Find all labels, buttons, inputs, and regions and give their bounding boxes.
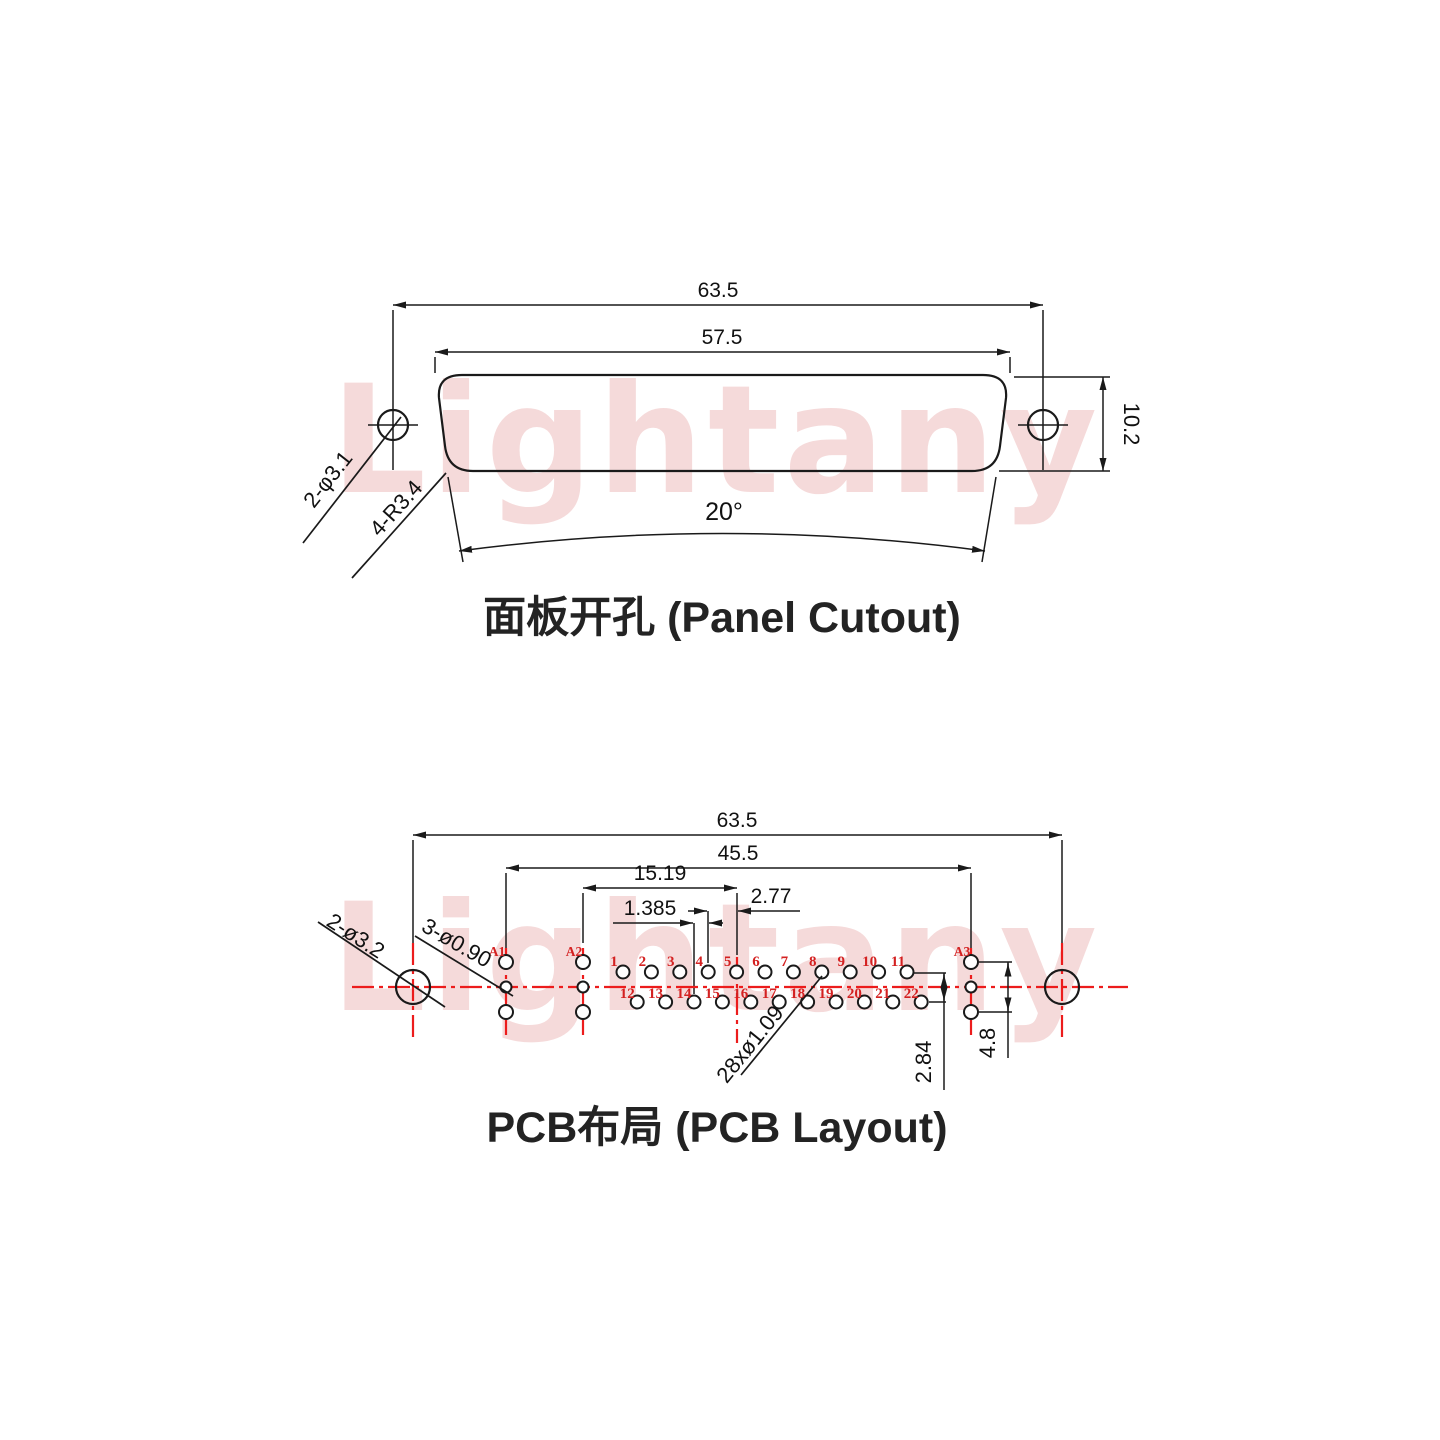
coax-hole-bottom [963,1004,979,1020]
pin-label: 18 [790,986,805,1002]
pin-label: 12 [620,986,635,1002]
dim-text-63.5-panel: 63.5 [698,279,739,302]
leader-line-corner-radius [351,472,447,579]
angle-arc-20deg [458,532,986,553]
pin-hole [743,994,759,1010]
pin-label: 6 [752,954,760,970]
pin-hole [629,994,645,1010]
pin-label: 8 [809,954,817,970]
pin-hole [643,964,659,980]
pin-hole [700,964,716,980]
pin-label: 20 [847,986,862,1002]
pin-label: 14 [677,986,693,1002]
pin-hole [899,964,915,980]
pin-hole [913,994,929,1010]
pin-label: 16 [733,986,749,1002]
coax-hole-bottom [498,1004,514,1020]
dim-text-20deg: 20° [705,498,743,526]
pin-hole [686,994,702,1010]
pin-label: 7 [781,954,789,970]
dim-text-63.5-pcb: 63.5 [717,809,758,832]
pin-label: 21 [875,986,890,1002]
pcb-mount-hole-left [394,968,432,1006]
pin-label: 3 [667,954,675,970]
leader-line-pin-holes [740,975,823,1076]
pin-hole [785,964,801,980]
dim-text-10.2: 10.2 [1119,403,1144,446]
coax-hole-center [964,980,978,994]
pin-label: 13 [648,986,663,1002]
dim-text-57.5: 57.5 [702,326,743,349]
coax-hole-top [575,954,591,970]
dim-text-1.385: 1.385 [624,897,677,920]
dim-text-4.8: 4.8 [975,1028,1000,1059]
pin-label: 4 [695,954,703,970]
dim-text-2.77: 2.77 [751,885,792,908]
pin-hole [771,994,787,1010]
pin-hole [658,994,674,1010]
pin-label: 9 [837,954,845,970]
pin-hole [714,994,730,1010]
pin-hole [871,964,887,980]
pin-label: 5 [724,954,732,970]
pin-hole [672,964,688,980]
pin-label: 1 [610,954,618,970]
coax-hole-top [963,954,979,970]
pin-label: 10 [862,954,877,970]
pin-label: 15 [705,986,720,1002]
coax-label: A3 [954,944,971,959]
leader-line-mount-holes [302,416,402,544]
pin-label: 22 [904,986,919,1002]
pin-label: 19 [819,986,834,1002]
pin-label: 2 [639,954,647,970]
pin-hole [615,964,631,980]
coax-label: A2 [566,944,583,959]
dim-text-2.84: 2.84 [911,1041,936,1084]
watermark-text-bottom: Lightany [331,872,1102,1046]
coax-hole-center [576,980,590,994]
panel-cutout-title: 面板开孔 (Panel Cutout) [483,594,961,642]
pin-hole [885,994,901,1010]
pin-label: 17 [762,986,778,1002]
pcb-mount-hole-right [1043,968,1081,1006]
dim-text-15.19: 15.19 [634,862,687,885]
coax-hole-top [498,954,514,970]
watermark-text-top: Lightany [331,354,1102,528]
leader-line-coax-holes [414,935,514,997]
panel-cutout-outline [437,373,1008,473]
coax-hole-bottom [575,1004,591,1020]
dim-text-45.5: 45.5 [718,842,759,865]
pin-hole [729,964,745,980]
coax-label: A1 [489,944,506,959]
pin-hole [828,994,844,1010]
leader-line-pcb-mount-holes [317,921,446,1008]
pin-label: 11 [891,954,905,970]
pin-hole [842,964,858,980]
pcb-layout-title: PCB布局 (PCB Layout) [486,1104,947,1152]
pin-hole [814,964,830,980]
pin-hole [757,964,773,980]
pin-hole [856,994,872,1010]
